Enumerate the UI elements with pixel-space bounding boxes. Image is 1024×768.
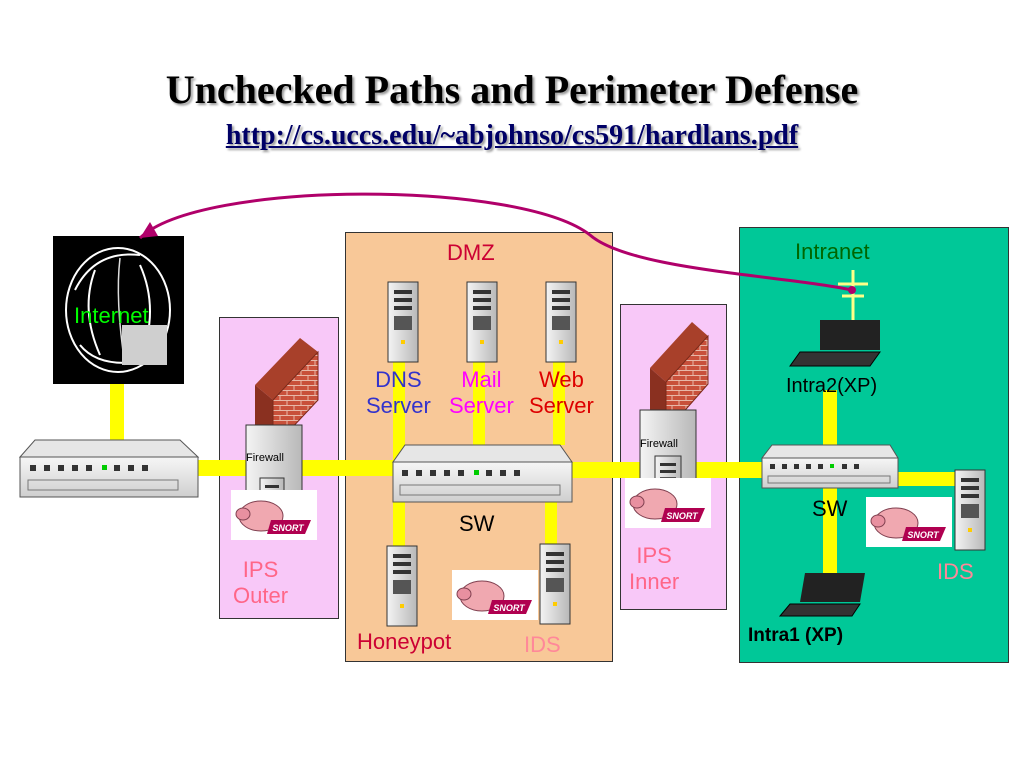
server-icon <box>539 543 571 625</box>
laptop-icon <box>789 270 881 367</box>
snort-label: SNORT <box>666 511 699 521</box>
laptop-icon <box>778 573 865 617</box>
ids-dmz-label: IDS <box>524 632 561 657</box>
intranet-label: Intranet <box>795 239 870 264</box>
intra2-label: Intra2(XP) <box>786 375 878 397</box>
firewall-outer-label: Firewall <box>246 452 284 464</box>
snort-pig-icon: SNORT <box>231 490 317 540</box>
firewall-inner-label: Firewall <box>640 438 678 450</box>
switch-icon <box>392 444 573 503</box>
internet-label: Internet <box>74 303 149 328</box>
reference-link[interactable]: http://cs.uccs.edu/~abjohnso/cs591/hardl… <box>225 120 799 151</box>
slide-title: Unchecked Paths and Perimeter Defense <box>165 67 859 112</box>
sw-intranet-label: SW <box>812 496 848 521</box>
ids-intranet-label: IDS <box>937 559 974 584</box>
snort-label: SNORT <box>272 523 305 533</box>
globe-icon <box>53 236 184 384</box>
server-icon <box>387 281 419 363</box>
snort-pig-icon: SNORT <box>625 478 711 528</box>
server-icon <box>545 281 577 363</box>
snort-pig-icon: SNORT <box>866 497 952 547</box>
router-icon <box>18 439 200 498</box>
intra1-label: Intra1 (XP) <box>748 625 844 646</box>
unchecked-path-arrow <box>138 192 856 294</box>
switch-icon <box>760 444 899 489</box>
snort-label: SNORT <box>907 530 940 540</box>
server-icon <box>386 545 418 627</box>
snort-label: SNORT <box>493 603 526 613</box>
server-icon <box>954 469 986 551</box>
server-icon <box>466 281 498 363</box>
snort-pig-icon: SNORT <box>452 570 538 620</box>
honeypot-label: Honeypot <box>357 629 452 654</box>
dmz-label: DMZ <box>447 240 495 265</box>
sw-dmz-label: SW <box>459 511 495 536</box>
